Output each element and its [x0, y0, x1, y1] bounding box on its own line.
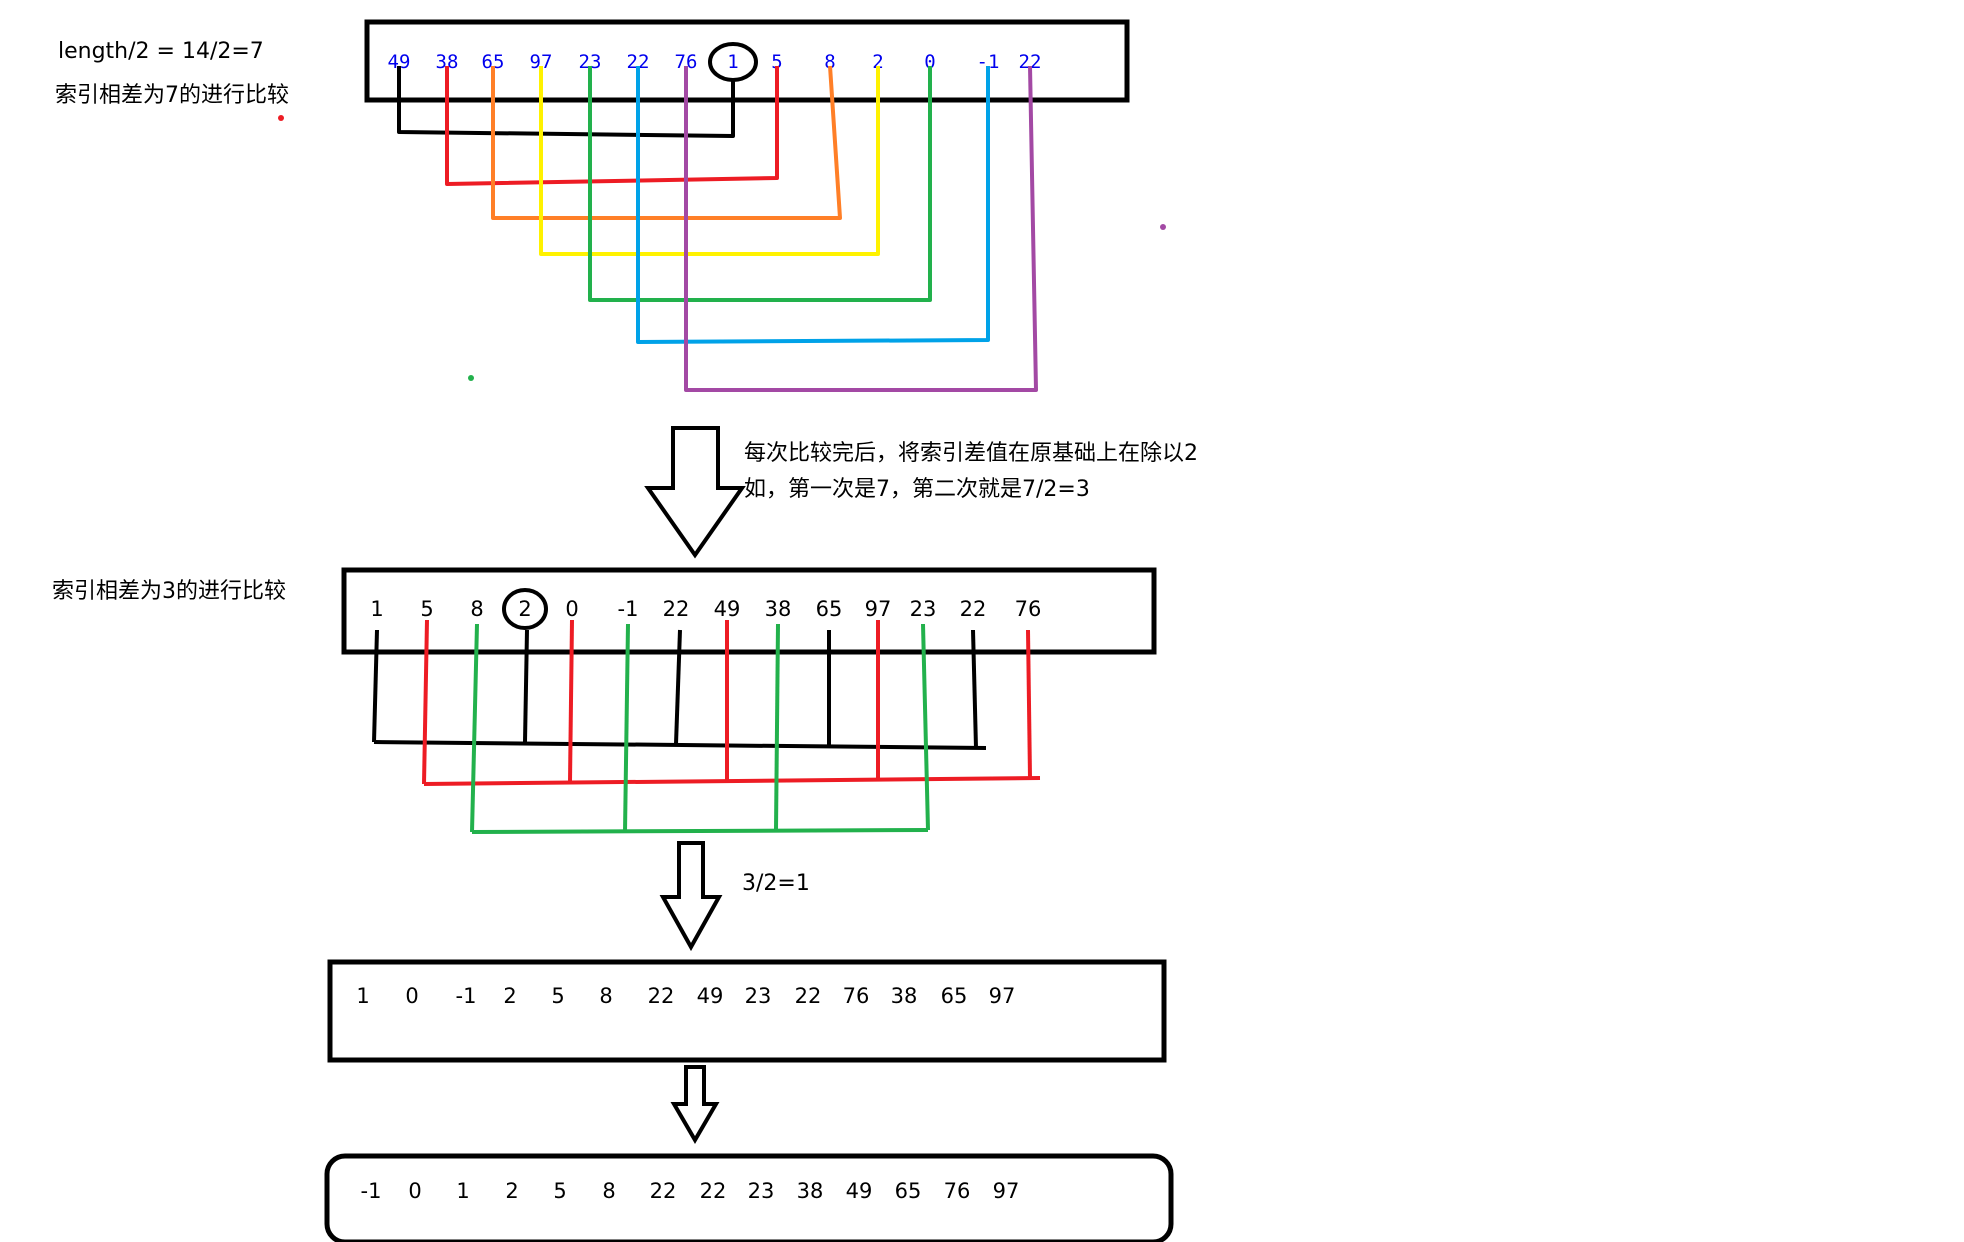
pair-38-5-connector [445, 66, 779, 186]
step1-value: 5 [771, 51, 782, 73]
step4-value: 76 [944, 1179, 971, 1203]
pair-23-0-connector [588, 66, 932, 302]
step1-array-box [364, 19, 1130, 103]
length-formula: length/2 = 14/2=7 [58, 39, 264, 64]
step3-values: 1 0 -1 2 5 8 22 49 23 22 76 38 65 97 [356, 984, 1015, 1008]
step2-value: 8 [470, 597, 483, 621]
step2-value: 5 [420, 597, 433, 621]
step3-value: 97 [989, 984, 1016, 1008]
step1-value: 65 [482, 51, 505, 73]
step3-value: 49 [697, 984, 724, 1008]
step2-value: 22 [663, 597, 690, 621]
step2-value: 1 [370, 597, 383, 621]
step2-value: 97 [865, 597, 892, 621]
step3-value: 8 [599, 984, 612, 1008]
step4-value: 22 [650, 1179, 677, 1203]
step1-value: 97 [530, 51, 553, 73]
step2-value: 76 [1015, 597, 1042, 621]
step4-value: 1 [456, 1179, 469, 1203]
note-line-1: 每次比较完后，将索引差值在原基础上在除以2 [744, 441, 1198, 466]
step4-value: 23 [748, 1179, 775, 1203]
step1-value: 49 [388, 51, 411, 73]
pair-65-8-connector [491, 65, 842, 220]
step3-value: 0 [405, 984, 418, 1008]
step3-value: 23 [745, 984, 772, 1008]
step2-value: 2 [518, 597, 531, 621]
group-green-connector [470, 623, 930, 834]
pair-76-22-connector [684, 65, 1038, 392]
step2-label: 索引相差为3的进行比较 [52, 579, 286, 604]
step1-value: 38 [436, 51, 459, 73]
step4-value: 0 [408, 1179, 421, 1203]
step4-value: 2 [505, 1179, 518, 1203]
note-line-2: 如，第一次是7，第二次就是7/2=3 [744, 477, 1090, 502]
step3-value: 1 [356, 984, 369, 1008]
group-black-connector [372, 629, 987, 750]
step3-value: 2 [503, 984, 516, 1008]
down-arrow-icon-3 [670, 1065, 720, 1144]
step2-values: 1 5 8 2 0 -1 22 49 38 65 97 23 22 76 [370, 597, 1041, 621]
down-arrow-icon-2 [659, 841, 723, 952]
pair-49-1-connector [397, 66, 735, 138]
step2-array-box [341, 567, 1157, 655]
down-arrow-icon [644, 426, 746, 559]
step1-value: 8 [824, 51, 835, 73]
pair-97-2-connector [539, 66, 880, 256]
step1-value: 23 [579, 51, 602, 73]
step1-label: 索引相差为7的进行比较 [55, 83, 289, 108]
step2-value: 65 [816, 597, 843, 621]
step1-value: 22 [1019, 51, 1042, 73]
step2-value: 22 [960, 597, 987, 621]
stray-dot-purple [1160, 224, 1166, 230]
step3-value: 65 [941, 984, 968, 1008]
step4-value: 97 [993, 1179, 1020, 1203]
step3-value: -1 [456, 984, 477, 1008]
group-red-connector [422, 619, 1041, 786]
step1-value: 76 [675, 51, 698, 73]
step4-value: 65 [895, 1179, 922, 1203]
step2-gap3-connectors [372, 619, 1041, 834]
step4-value: 38 [797, 1179, 824, 1203]
step1-value: 1 [727, 51, 738, 73]
step2-value: 38 [765, 597, 792, 621]
step4-values: -1 0 1 2 5 8 22 22 23 38 49 65 76 97 [361, 1179, 1020, 1203]
step3-value: 22 [795, 984, 822, 1008]
step2-value: 49 [714, 597, 741, 621]
step4-value: 49 [846, 1179, 873, 1203]
step1-value: -1 [977, 51, 1000, 73]
pair-22-neg1-connector [636, 66, 990, 344]
step2-value: 0 [565, 597, 578, 621]
step3-value: 76 [843, 984, 870, 1008]
step1-gap7-connectors [397, 65, 1038, 392]
step4-value: 22 [700, 1179, 727, 1203]
step4-value: -1 [361, 1179, 382, 1203]
step2-value: -1 [618, 597, 639, 621]
step2-value: 23 [910, 597, 937, 621]
step4-value: 5 [553, 1179, 566, 1203]
step3-value: 22 [648, 984, 675, 1008]
step1-value: 0 [924, 51, 935, 73]
step1-value: 22 [627, 51, 650, 73]
step3-value: 5 [551, 984, 564, 1008]
step3-formula: 3/2=1 [742, 871, 810, 896]
step1-values: 49 38 65 97 23 22 76 1 5 8 2 0 -1 22 [388, 51, 1042, 73]
step2-circle-marker [502, 588, 548, 630]
step3-array-box [327, 959, 1167, 1063]
step3-value: 38 [891, 984, 918, 1008]
step4-value: 8 [602, 1179, 615, 1203]
step1-value: 2 [872, 51, 883, 73]
stray-dot-red [278, 115, 284, 121]
stray-dot-green [468, 375, 474, 381]
step4-array-box [324, 1153, 1174, 1242]
